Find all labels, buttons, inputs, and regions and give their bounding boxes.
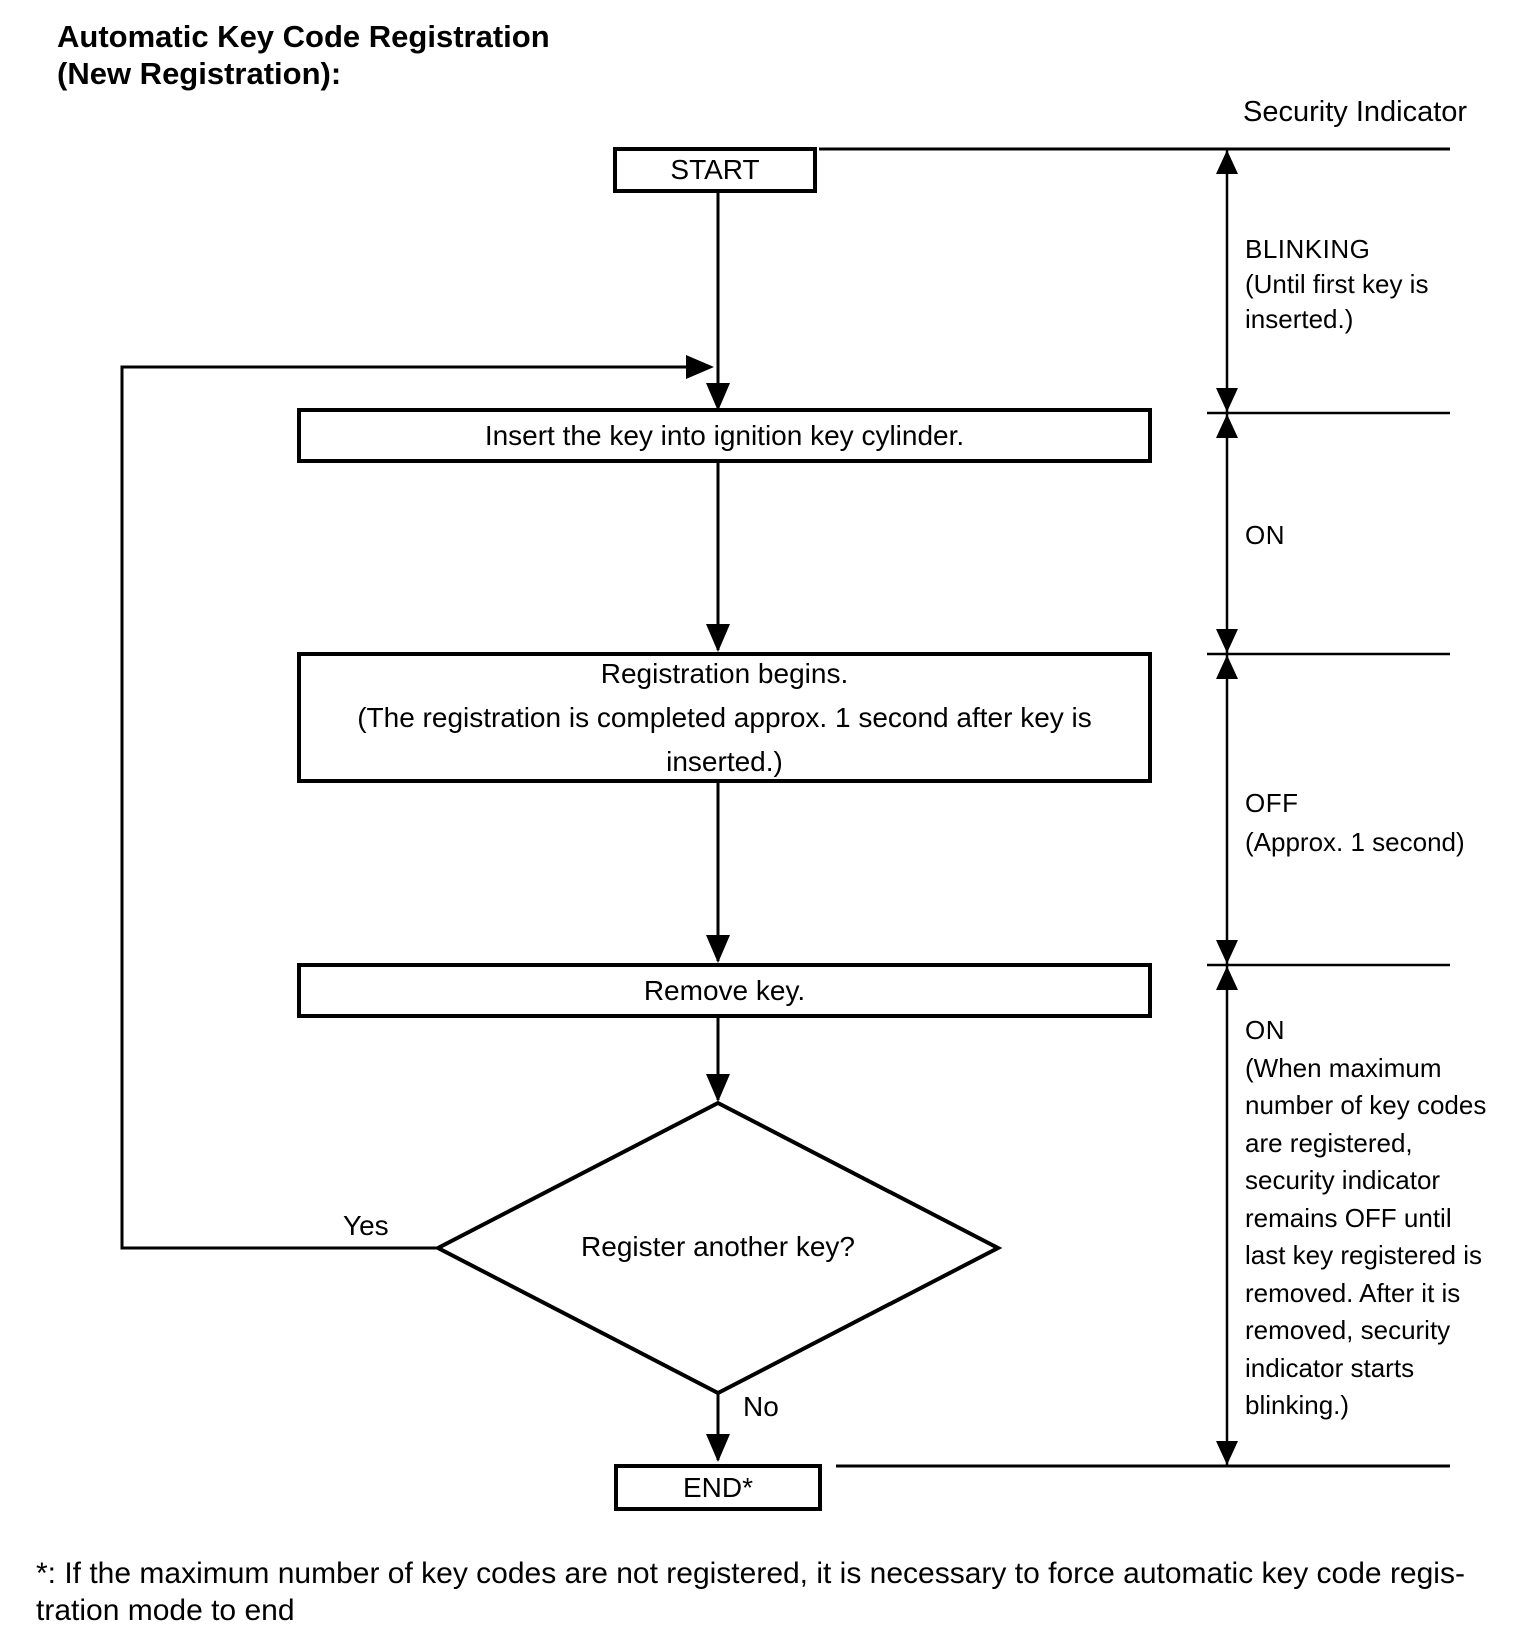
decision-question-label: Register another key? [581, 1231, 855, 1262]
indicator-arrow-down-1 [1216, 388, 1238, 412]
page-title: Automatic Key Code Registration (New Reg… [57, 18, 550, 92]
footnote: *: If the maximum number of key codes ar… [36, 1555, 1465, 1629]
indicator-state-on-name: ON [1245, 520, 1285, 550]
indicator-state-blinking-name: BLINKING [1245, 234, 1371, 264]
flow-node-start-label: START [670, 154, 760, 185]
indicator-state-on-max-name: ON [1245, 1015, 1285, 1045]
indicator-state-on-max-detail-8: removed, security [1245, 1315, 1451, 1345]
indicator-state-on-max-detail-1: (When maximum [1245, 1052, 1442, 1083]
arrowhead-feedback-join [686, 355, 714, 379]
indicator-state-blinking: BLINKING (Until first key is inserted.) [1245, 232, 1428, 337]
indicator-arrow-down-3 [1216, 940, 1238, 964]
arrowhead-into-insert [706, 383, 730, 411]
arrowhead-into-remove [706, 935, 730, 963]
indicator-arrow-down-2 [1216, 629, 1238, 653]
flow-node-start: START [613, 147, 817, 193]
indicator-arrow-up-2 [1216, 414, 1238, 438]
indicator-state-on-max-detail-4: security indicator [1245, 1165, 1441, 1195]
footnote-line2: tration mode to end [36, 1594, 295, 1627]
arrowhead-into-end [706, 1434, 730, 1462]
indicator-state-off-detail-1: (Approx. 1 second) [1245, 827, 1465, 857]
flow-node-insert-key: Insert the key into ignition key cylinde… [297, 408, 1152, 463]
indicator-state-on-max-detail-3: are registered, [1245, 1127, 1413, 1158]
connector-yes-feedback-loop [120, 365, 700, 1250]
indicator-state-on-max-detail-7: removed. After it is [1245, 1277, 1461, 1308]
flow-node-remove-key-label: Remove key. [643, 974, 806, 1006]
indicator-arrow-up-3 [1216, 655, 1238, 679]
flow-node-registration-line1: Registration begins. [600, 657, 849, 689]
indicator-state-blinking-detail-2: inserted.) [1245, 304, 1354, 334]
indicator-state-on-max-detail-6: last key registered is [1245, 1240, 1482, 1270]
indicator-state-blinking-detail-1: (Until first key is [1245, 269, 1429, 299]
arrowhead-into-registration [706, 624, 730, 652]
flow-node-registration-line2: (The registration is completed approx. 1… [357, 701, 1092, 777]
indicator-state-on-max-detail-2: number of key codes [1245, 1090, 1487, 1120]
page-title-line1: Automatic Key Code Registration [57, 19, 550, 54]
flow-node-end-label: END* [682, 1471, 753, 1503]
indicator-state-on-max-detail-10: blinking.) [1245, 1390, 1350, 1420]
flow-node-end: END* [614, 1464, 822, 1511]
branch-label-no: No [743, 1391, 779, 1422]
flow-node-remove-key: Remove key. [297, 963, 1152, 1018]
indicator-state-on-max-detail-5: remains OFF until [1245, 1202, 1452, 1233]
indicator-state-on-max: ON (When maximum number of key codes are… [1245, 1012, 1486, 1425]
indicator-arrow-up-1 [1216, 150, 1238, 174]
indicator-state-off: OFF (Approx. 1 second) [1245, 784, 1465, 862]
footnote-line1: *: If the maximum number of key codes ar… [36, 1557, 1465, 1590]
security-indicator-heading: Security Indicator [1243, 96, 1468, 128]
indicator-arrow-up-4 [1216, 966, 1238, 990]
flow-node-insert-key-label: Insert the key into ignition key cylinde… [484, 419, 965, 451]
flow-node-registration: Registration begins. (The registration i… [297, 652, 1152, 783]
indicator-arrow-down-4 [1216, 1441, 1238, 1465]
indicator-state-on-max-detail-9: indicator starts [1245, 1352, 1415, 1383]
page-title-line2: (New Registration): [57, 56, 342, 91]
branch-label-yes: Yes [343, 1210, 389, 1241]
indicator-state-on: ON [1245, 518, 1285, 553]
indicator-state-off-name: OFF [1245, 788, 1299, 818]
arrowhead-into-decision [706, 1074, 730, 1102]
decision-diamond-shape [433, 1100, 1003, 1396]
